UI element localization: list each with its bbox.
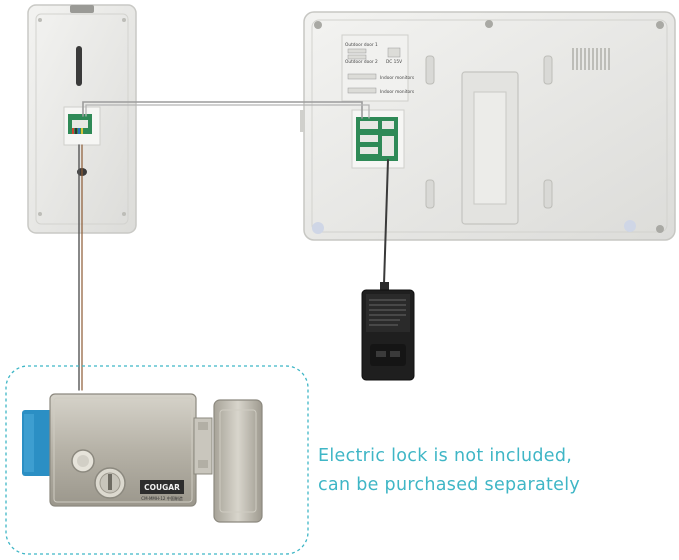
wiring bbox=[78, 101, 389, 391]
port-label-indoor-2: Indoor monitors bbox=[380, 89, 415, 95]
electric-lock: COUGAR CM-MMH-12 中国制造 bbox=[22, 393, 263, 523]
vent-grille bbox=[572, 48, 610, 70]
lock-brand: COUGAR bbox=[144, 483, 180, 492]
power-adapter bbox=[361, 282, 415, 381]
speaker-right bbox=[624, 220, 636, 232]
outdoor-unit-top-clip bbox=[70, 5, 94, 13]
speaker-left bbox=[312, 222, 324, 234]
lock-model: CM-MMH-12 中国制造 bbox=[141, 495, 182, 501]
port-label-indoor-1: Indoor monitors bbox=[380, 75, 415, 81]
note-line-1: Electric lock is not included, bbox=[318, 446, 573, 466]
outdoor-unit bbox=[27, 4, 137, 234]
note-line-2: can be purchased separately bbox=[318, 475, 581, 495]
outdoor-unit-slot bbox=[76, 46, 82, 86]
port-label-outdoor-1: Outdoor door 1 bbox=[345, 42, 378, 48]
indoor-monitor: Outdoor door 1 Outdoor door 2 DC 15V Ind… bbox=[300, 11, 676, 241]
not-included-highlight bbox=[5, 365, 309, 555]
port-label-outdoor-2: Outdoor door 2 bbox=[345, 59, 378, 65]
lock-strike-plate bbox=[213, 399, 263, 523]
port-label-dc: DC 15V bbox=[386, 59, 402, 65]
